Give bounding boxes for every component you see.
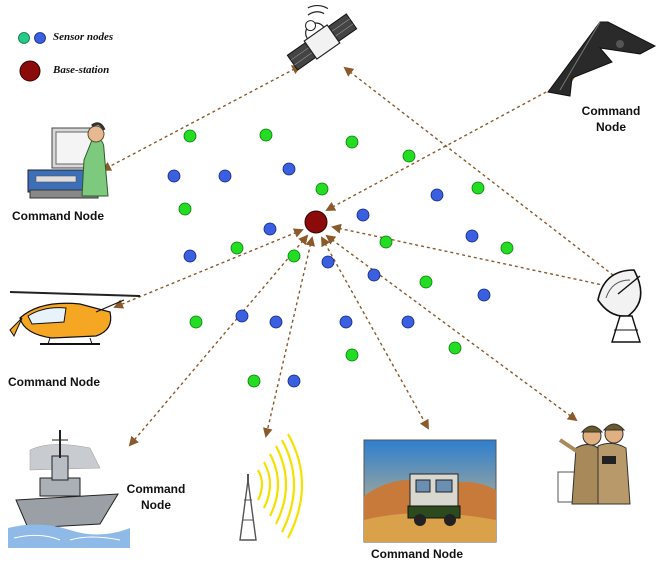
- sensor-node-green: [471, 181, 485, 195]
- sensor-nodes: [167, 128, 514, 388]
- sensor-node-green: [247, 374, 261, 388]
- sensor-node-green: [402, 149, 416, 163]
- command-node-label-stealth-line1: Command: [581, 104, 641, 118]
- link-base-ship: [128, 234, 309, 447]
- sensor-node-blue: [367, 268, 381, 282]
- sensor-node-green: [183, 129, 197, 143]
- communication-links: [101, 65, 624, 447]
- link-base-soldiers: [325, 234, 578, 422]
- computer-operator-icon: [27, 122, 109, 199]
- sensor-node-blue: [167, 169, 181, 183]
- sensor-node-blue: [401, 315, 415, 329]
- sensor-node-blue: [183, 249, 197, 263]
- sensor-node-blue: [430, 188, 444, 202]
- sensor-node-green: [345, 348, 359, 362]
- link-base-helicopter: [113, 228, 304, 309]
- sensor-node-green: [448, 341, 462, 355]
- sensor-node-blue: [287, 374, 301, 388]
- link-base-tower: [263, 236, 315, 438]
- link-satellite-computer: [101, 65, 302, 171]
- command-node-label-ship: Command Node: [120, 481, 192, 513]
- satellite-icon: [286, 4, 358, 71]
- radio-tower-icon: [239, 433, 303, 541]
- sensor-node-green: [259, 128, 273, 142]
- sensor-node-blue: [321, 255, 335, 269]
- sensor-node-green: [419, 275, 433, 289]
- soldiers-icon: [557, 423, 631, 505]
- military-truck-icon: [363, 439, 497, 543]
- legend-blue-dot: [34, 32, 46, 44]
- stealth-bomber-icon: [547, 21, 657, 97]
- legend-base-label: Base-station: [53, 64, 110, 76]
- link-base-truck: [321, 236, 429, 430]
- command-node-label-ship-line2: Node: [141, 498, 171, 512]
- sensor-node-green: [315, 182, 329, 196]
- command-node-label-stealth-line2: Node: [596, 120, 626, 134]
- legend-green-dot: [18, 32, 30, 44]
- sensor-node-blue: [218, 169, 232, 183]
- command-node-label-truck: Command Node: [371, 547, 464, 561]
- sensor-node-blue: [356, 208, 370, 222]
- sensor-node-blue: [282, 162, 296, 176]
- radar-dish-icon: [597, 269, 642, 343]
- sensor-node-green: [189, 315, 203, 329]
- link-base-stealth: [325, 76, 576, 211]
- sensor-node-blue: [263, 222, 277, 236]
- sensor-node-green: [500, 241, 514, 255]
- command-node-label-computer: Command Node: [12, 209, 105, 223]
- sensor-node-blue: [269, 315, 283, 329]
- command-node-label-stealth: Command Node: [576, 103, 646, 135]
- sensor-node-green: [379, 235, 393, 249]
- link-satellite-radar: [343, 66, 624, 284]
- command-node-label-ship-line1: Command: [126, 482, 186, 496]
- sensor-node-green: [345, 135, 359, 149]
- base-station-node: [304, 210, 328, 234]
- sensor-node-green: [178, 202, 192, 216]
- sensor-node-blue: [465, 229, 479, 243]
- legend: [18, 32, 46, 82]
- legend-base-dot: [19, 60, 41, 82]
- sensor-node-blue: [477, 288, 491, 302]
- sensor-node-blue: [339, 315, 353, 329]
- command-node-label-helicopter: Command Node: [8, 375, 101, 389]
- sensor-node-blue: [235, 309, 249, 323]
- sensor-node-green: [230, 241, 244, 255]
- legend-sensor-label: Sensor nodes: [53, 31, 114, 43]
- helicopter-icon: [9, 291, 141, 345]
- sensor-node-green: [287, 249, 301, 263]
- warship-icon: [8, 430, 130, 548]
